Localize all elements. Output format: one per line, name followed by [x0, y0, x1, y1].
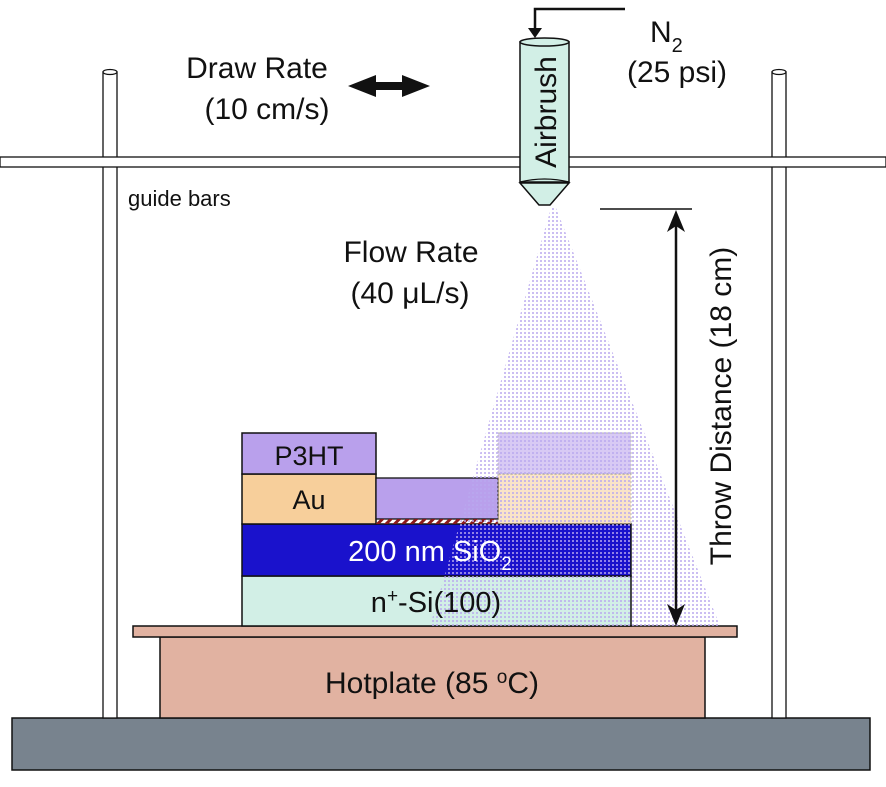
au-label: Au — [292, 485, 325, 515]
guide-bars-label: guide bars — [128, 186, 231, 211]
throw-distance-arrow — [667, 210, 685, 626]
base-platform — [11, 717, 871, 771]
throw-distance-label: Throw Distance (18 cm) — [705, 247, 738, 565]
airbrush-label: Airbrush — [530, 56, 563, 168]
guide-post-left — [102, 68, 118, 719]
flow-rate-value: (40 μL/s) — [351, 277, 470, 310]
spray-cone — [430, 208, 720, 626]
hotplate-top — [132, 625, 738, 638]
guide-post-right — [771, 68, 787, 719]
sio2-label: 200 nm SiO2 — [348, 536, 512, 575]
gas-inlet-arrow — [528, 7, 625, 38]
flow-rate-label: Flow Rate — [343, 236, 478, 269]
p3ht-label: P3HT — [274, 441, 343, 471]
bidirectional-arrow-icon — [348, 75, 430, 97]
hotplate-body — [159, 636, 706, 719]
airbrush — [518, 37, 571, 206]
p3ht-layer-left — [241, 432, 377, 475]
gas-pressure-label: (25 psi) — [627, 56, 727, 89]
gas-label: N2 — [650, 16, 683, 57]
guide-bar-horizontal — [0, 156, 886, 168]
si-label: n+-Si(100) — [371, 586, 501, 619]
draw-rate-label: Draw Rate — [186, 52, 328, 85]
draw-rate-value: (10 cm/s) — [204, 93, 329, 126]
hotplate-label: Hotplate (85 oC) — [325, 667, 539, 700]
interface-hatch — [376, 519, 498, 524]
